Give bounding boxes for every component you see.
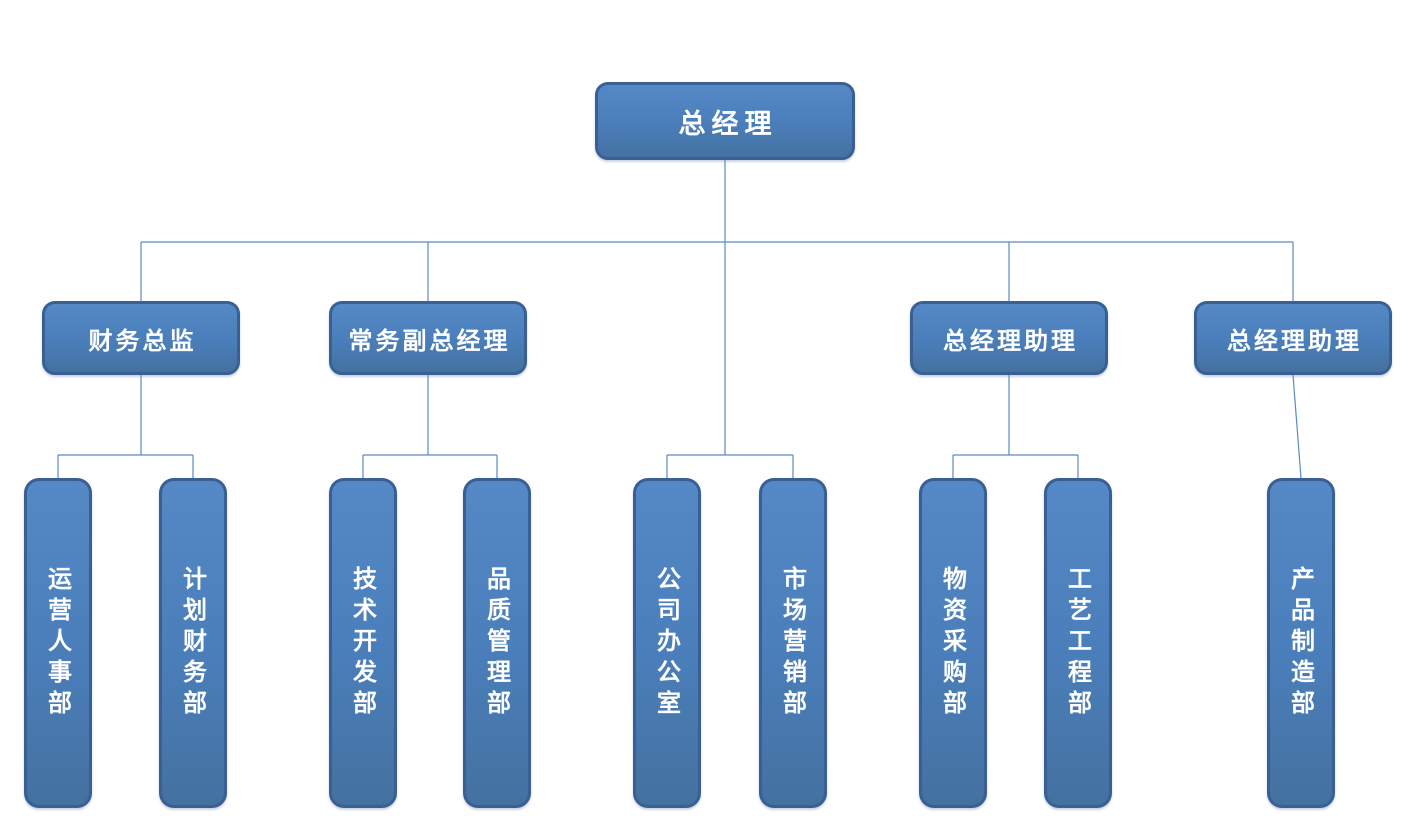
org-node-executive-deputy-gm: 常务副总经理 bbox=[329, 301, 527, 375]
org-node-label: 总经理助理 bbox=[943, 325, 1078, 355]
org-node-dept-process-engineering: 工艺工程部 bbox=[1044, 478, 1112, 808]
org-node-general-manager: 总经理 bbox=[595, 82, 855, 160]
org-node-label: 总经理助理 bbox=[1227, 325, 1362, 355]
org-node-label: 品质管理部 bbox=[482, 565, 512, 721]
org-node-dept-materials-procurement: 物资采购部 bbox=[919, 478, 987, 808]
org-node-dept-quality-management: 品质管理部 bbox=[463, 478, 531, 808]
org-node-label: 常务副总经理 bbox=[348, 325, 511, 355]
org-node-label: 产品制造部 bbox=[1286, 565, 1316, 721]
org-node-dept-marketing: 市场营销部 bbox=[759, 478, 827, 808]
org-node-label: 技术开发部 bbox=[348, 565, 378, 721]
org-node-finance-director: 财务总监 bbox=[42, 301, 240, 375]
org-node-gm-assistant-2: 总经理助理 bbox=[1194, 301, 1392, 375]
org-node-gm-assistant-1: 总经理助理 bbox=[910, 301, 1108, 375]
org-node-label: 运营人事部 bbox=[43, 565, 73, 721]
org-node-label: 计划财务部 bbox=[178, 565, 208, 721]
org-node-dept-operations-hr: 运营人事部 bbox=[24, 478, 92, 808]
org-node-dept-company-office: 公司办公室 bbox=[633, 478, 701, 808]
org-node-dept-product-manufacturing: 产品制造部 bbox=[1267, 478, 1335, 808]
org-node-label: 物资采购部 bbox=[938, 565, 968, 721]
org-node-label: 财务总监 bbox=[88, 325, 197, 355]
org-node-dept-planning-finance: 计划财务部 bbox=[159, 478, 227, 808]
org-node-label: 总经理 bbox=[678, 108, 778, 140]
org-node-label: 工艺工程部 bbox=[1063, 565, 1093, 721]
org-node-label: 公司办公室 bbox=[652, 565, 682, 721]
org-node-dept-tech-development: 技术开发部 bbox=[329, 478, 397, 808]
org-node-label: 市场营销部 bbox=[778, 565, 808, 721]
